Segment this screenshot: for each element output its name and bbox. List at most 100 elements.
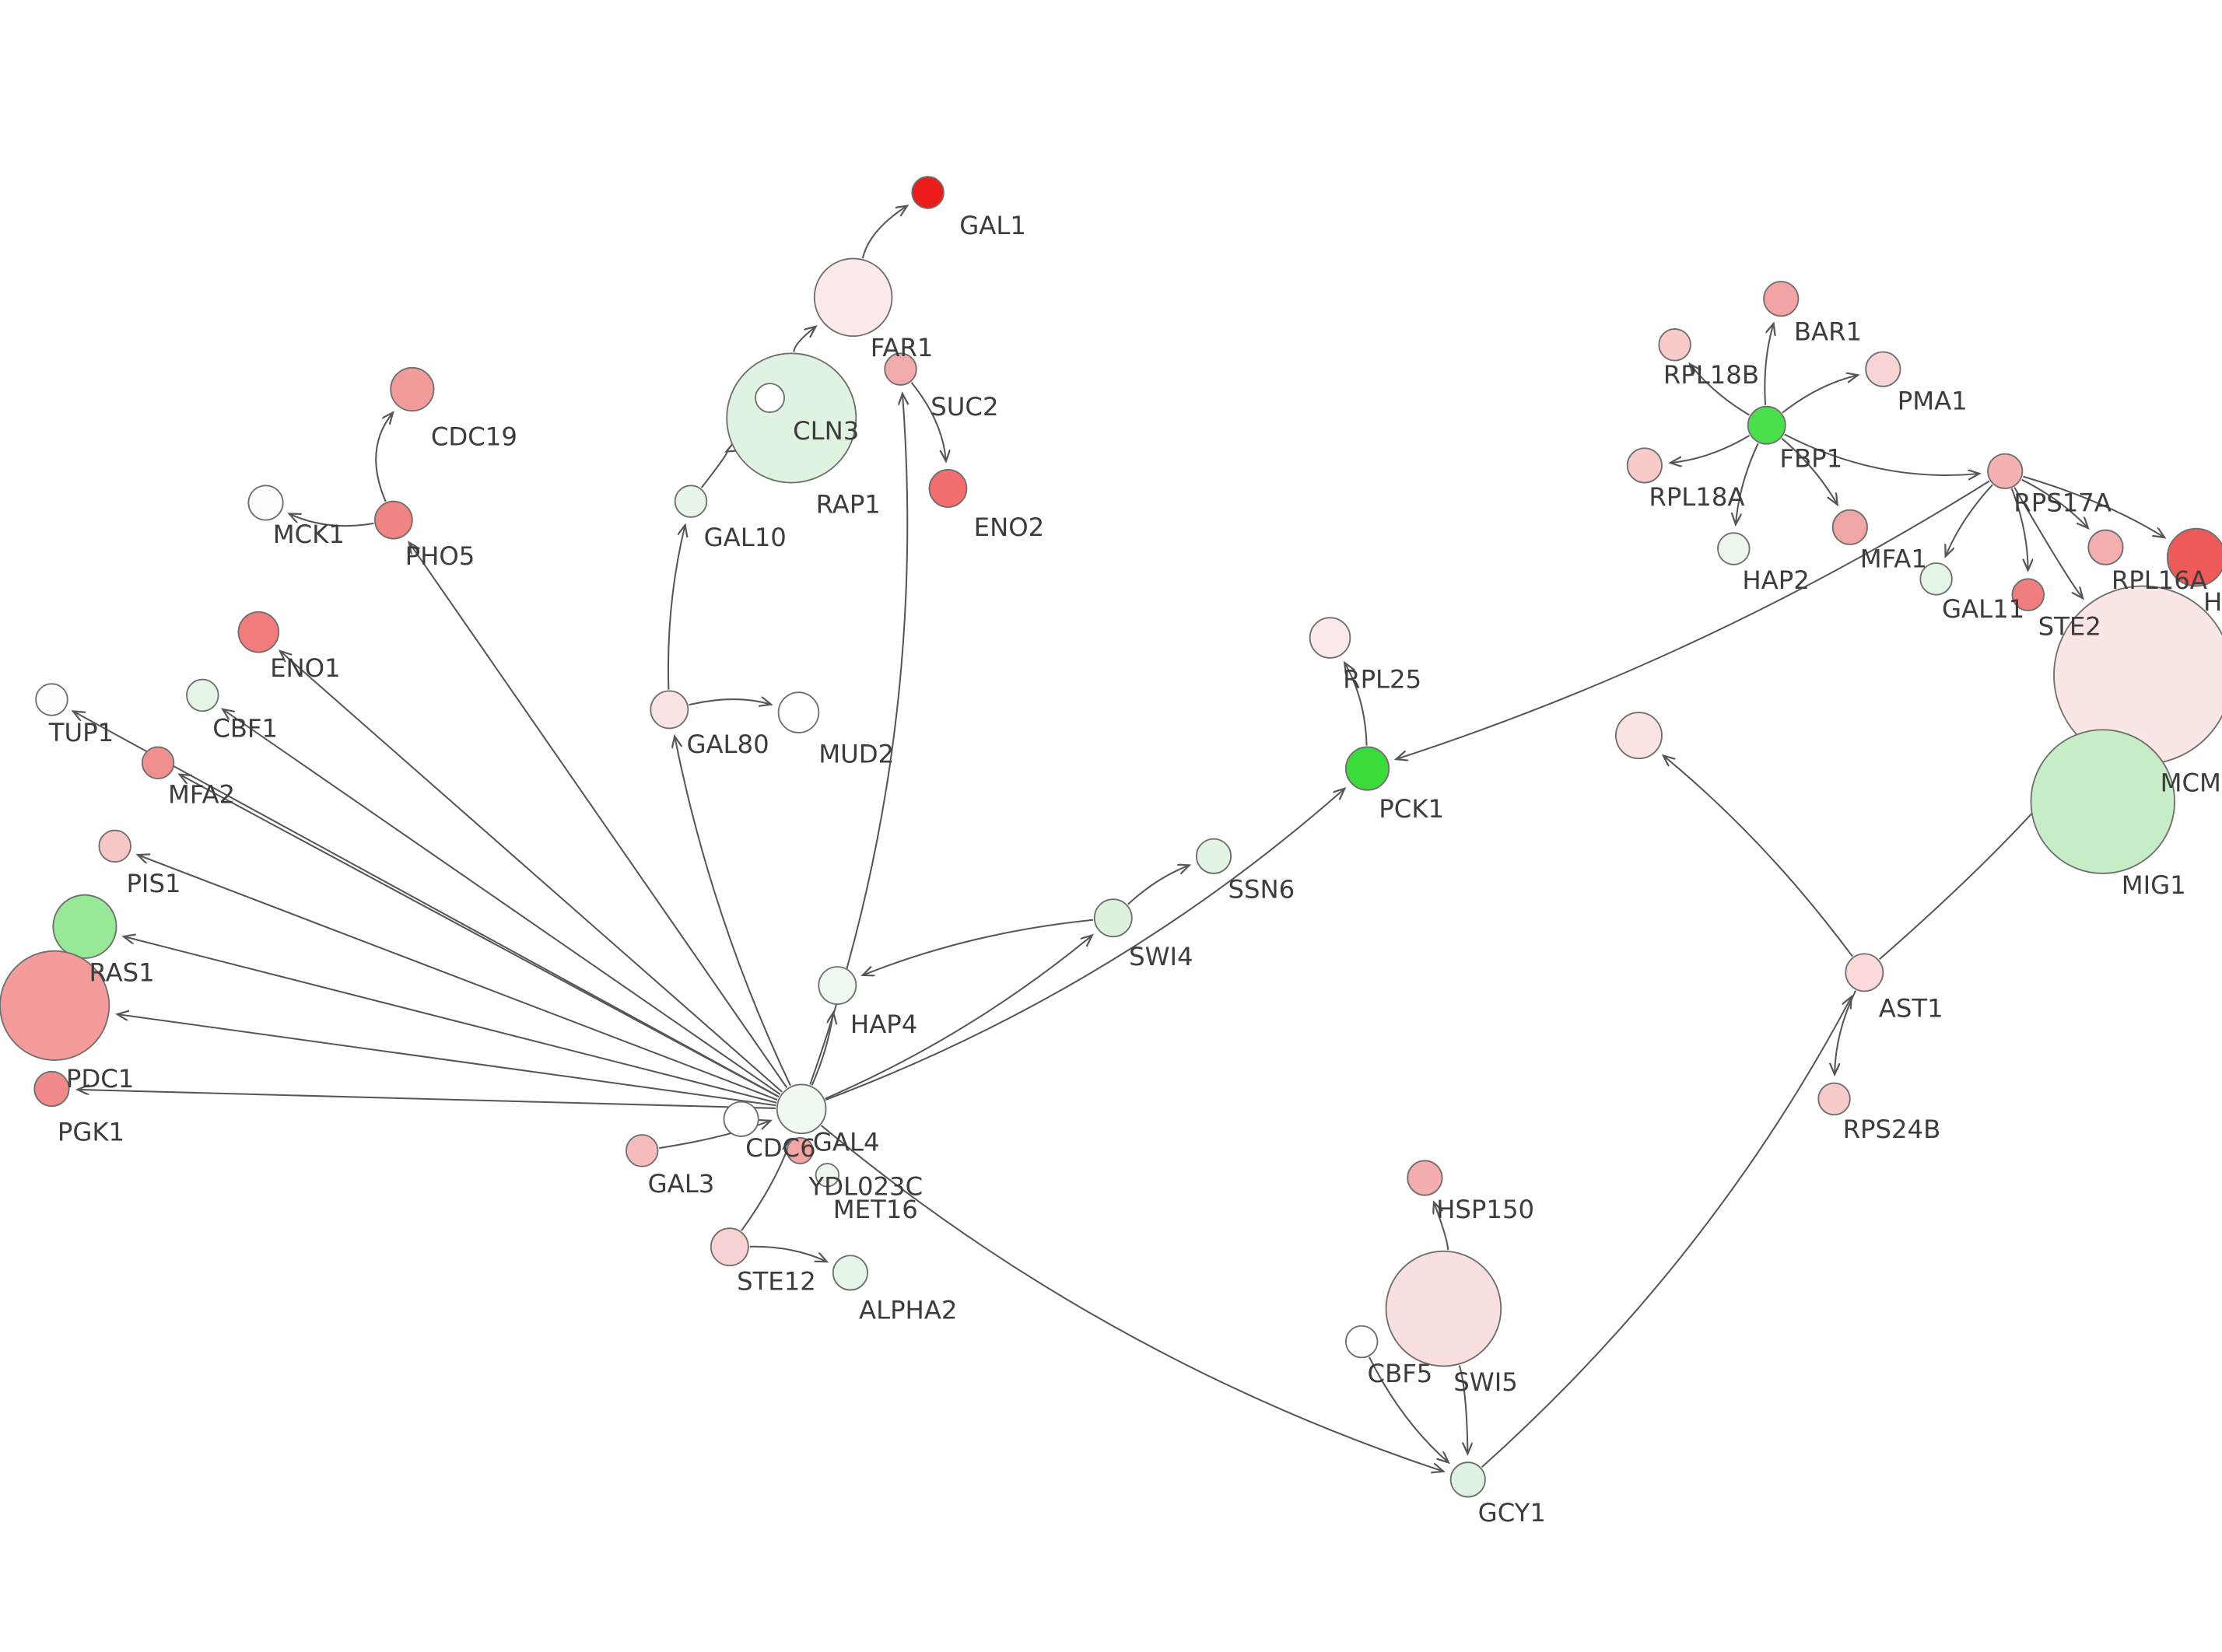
- edge-ast1-rps24b[interactable]: [1835, 990, 1856, 1075]
- node-hsp150[interactable]: [1407, 1160, 1443, 1196]
- node-gal11[interactable]: [1919, 562, 1953, 596]
- node-rap1[interactable]: [755, 383, 785, 413]
- node-tup1[interactable]: [35, 683, 68, 716]
- edge-gal4-pck1[interactable]: [825, 789, 1344, 1101]
- edge-gal4-mfa2[interactable]: [180, 775, 780, 1098]
- edge-pho5-mck1[interactable]: [289, 513, 374, 527]
- edge-gal4-ras1[interactable]: [124, 936, 777, 1104]
- edge-gal4-hap4[interactable]: [811, 1013, 834, 1086]
- node-pho5[interactable]: [373, 500, 413, 540]
- edge-gcy1-ast1[interactable]: [1481, 996, 1852, 1468]
- node-cln3[interactable]: [726, 352, 857, 484]
- node-ssn6[interactable]: [1195, 838, 1232, 874]
- edge-gal4-pgk1[interactable]: [78, 1090, 776, 1109]
- node-pdc1[interactable]: [0, 950, 110, 1061]
- edge-gal80-mud2[interactable]: [689, 699, 771, 705]
- edge-gal4-pdc1[interactable]: [117, 1014, 776, 1107]
- edge-gal10-cln3[interactable]: [700, 451, 727, 488]
- node-suc2[interactable]: [884, 352, 917, 386]
- node-far1[interactable]: [813, 257, 893, 338]
- edge-pck1-rpl25[interactable]: [1344, 663, 1368, 746]
- node-mig1[interactable]: [2030, 729, 2175, 874]
- node-gal80[interactable]: [650, 690, 689, 730]
- node-rpl18a[interactable]: [1626, 447, 1663, 484]
- edge-rps17a-ste2[interactable]: [2010, 488, 2028, 570]
- node-pgk1[interactable]: [33, 1070, 70, 1108]
- node-eno2[interactable]: [928, 469, 968, 508]
- node-gcy1[interactable]: [1449, 1461, 1486, 1498]
- edge-fbp1-bar1[interactable]: [1764, 324, 1773, 405]
- edge-gal4-pho5[interactable]: [409, 542, 788, 1089]
- edge-fbp1-rpl18b[interactable]: [1690, 364, 1750, 416]
- node-his4[interactable]: [2166, 527, 2222, 587]
- node-swi4[interactable]: [1093, 898, 1133, 938]
- node-rpl18b[interactable]: [1658, 328, 1691, 362]
- node-swi5[interactable]: [1385, 1250, 1502, 1367]
- edge-swi5-gcy1[interactable]: [1458, 1365, 1468, 1454]
- node-rpl16a[interactable]: [2087, 529, 2124, 565]
- node-cbf1[interactable]: [186, 678, 219, 712]
- node-rpl25[interactable]: [1309, 617, 1351, 659]
- node-gal4[interactable]: [776, 1083, 827, 1135]
- edge-ast1-unnamed1[interactable]: [1663, 755, 1853, 957]
- edge-swi5-hsp150[interactable]: [1434, 1202, 1449, 1251]
- edge-fbp1-hap2[interactable]: [1736, 443, 1759, 524]
- edge-gal3-gal4[interactable]: [659, 1121, 770, 1150]
- edge-rps17a-rpl16a[interactable]: [2021, 478, 2088, 528]
- node-mck1[interactable]: [247, 485, 284, 521]
- edge-gal4-cbf1[interactable]: [223, 709, 781, 1095]
- node-mud2[interactable]: [777, 691, 820, 733]
- node-ast1[interactable]: [1845, 953, 1884, 992]
- edge-gal80-gal10[interactable]: [667, 525, 685, 690]
- edge-gal4-pis1[interactable]: [138, 855, 778, 1101]
- node-ste12[interactable]: [710, 1227, 749, 1267]
- node-fbp1[interactable]: [1747, 405, 1786, 445]
- node-pis1[interactable]: [98, 829, 131, 863]
- edge-gal4-tup1[interactable]: [73, 711, 780, 1097]
- node-rps24b[interactable]: [1817, 1082, 1851, 1116]
- node-gal3[interactable]: [626, 1134, 659, 1167]
- node-rps17a[interactable]: [1987, 453, 2024, 489]
- node-pma1[interactable]: [1865, 351, 1901, 387]
- edge-gal4-eno1[interactable]: [280, 651, 783, 1093]
- edge-gal4-gcy1[interactable]: [820, 1125, 1444, 1472]
- edge-cln3-far1[interactable]: [793, 327, 815, 352]
- edge-swi4-ssn6[interactable]: [1127, 865, 1190, 905]
- node-ste2[interactable]: [2011, 578, 2045, 611]
- edge-fbp1-mfa1[interactable]: [1781, 437, 1837, 505]
- edge-swi4-hap4[interactable]: [863, 919, 1094, 975]
- node-mfa2[interactable]: [141, 746, 175, 779]
- edge-fbp1-rps17a[interactable]: [1784, 433, 1980, 476]
- node-alpha2[interactable]: [832, 1255, 868, 1291]
- edge-gal4-gal80[interactable]: [675, 737, 791, 1087]
- node-mfa1[interactable]: [1831, 509, 1868, 545]
- node-pck1[interactable]: [1344, 746, 1390, 791]
- edge-cbf5-gcy1[interactable]: [1369, 1356, 1449, 1463]
- node-bar1[interactable]: [1763, 281, 1800, 317]
- edge-rps17a-pck1[interactable]: [1396, 480, 1990, 760]
- node-eno1[interactable]: [237, 611, 280, 653]
- edge-suc2-eno2[interactable]: [910, 382, 946, 461]
- node-hap4[interactable]: [818, 966, 857, 1005]
- edge-far1-gal1[interactable]: [861, 205, 907, 259]
- node-cbf5[interactable]: [1344, 1325, 1379, 1359]
- node-hap2[interactable]: [1717, 532, 1751, 565]
- edge-gal4-swi4[interactable]: [825, 936, 1092, 1100]
- edge-fbp1-rpl18a[interactable]: [1670, 435, 1751, 463]
- edge-pho5-cdc19[interactable]: [375, 412, 393, 502]
- edge-rps17a-mcm1[interactable]: [2013, 487, 2083, 599]
- edge-rps17a-gal11[interactable]: [1946, 484, 1993, 556]
- node-cdc19[interactable]: [390, 366, 435, 412]
- edge-rps17a-his4[interactable]: [2023, 475, 2164, 537]
- node-cdc6[interactable]: [723, 1101, 759, 1137]
- edge-ste12-gal4[interactable]: [741, 1140, 790, 1231]
- node-gal10[interactable]: [674, 485, 708, 518]
- node-unnamed1[interactable]: [1615, 712, 1663, 760]
- node-ras1[interactable]: [52, 894, 117, 959]
- edge-fbp1-pma1[interactable]: [1782, 375, 1858, 414]
- node-gal1[interactable]: [911, 176, 945, 209]
- node-ydl023c[interactable]: [786, 1136, 814, 1164]
- edge-ste12-alpha2[interactable]: [749, 1245, 827, 1262]
- node-met16[interactable]: [815, 1163, 840, 1188]
